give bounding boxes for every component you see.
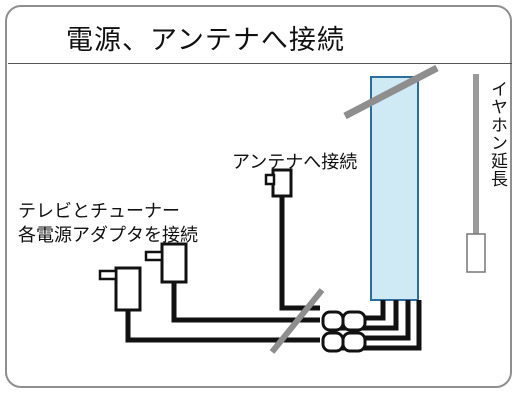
cable-cut-mark xyxy=(269,288,325,354)
adapter-label-line1: テレビとチューナー xyxy=(18,201,180,222)
adapter-label-line2: 各電源アダプタを接続 xyxy=(18,225,198,246)
diagram-title: 電源、アンテナへ接続 xyxy=(66,25,345,56)
panel-frame xyxy=(5,5,512,388)
tuner-device xyxy=(370,76,419,301)
antenna-label: アンテナへ接続 xyxy=(232,152,358,173)
connector-plug-icon xyxy=(321,310,367,353)
antenna-plug-icon xyxy=(264,168,293,198)
device-cut-mark xyxy=(343,64,439,120)
power-adapter-icon xyxy=(98,242,188,312)
title-rule xyxy=(8,63,512,64)
earphone-cable-icon xyxy=(466,74,486,273)
earphone-label: イヤホン延長 xyxy=(487,80,507,188)
